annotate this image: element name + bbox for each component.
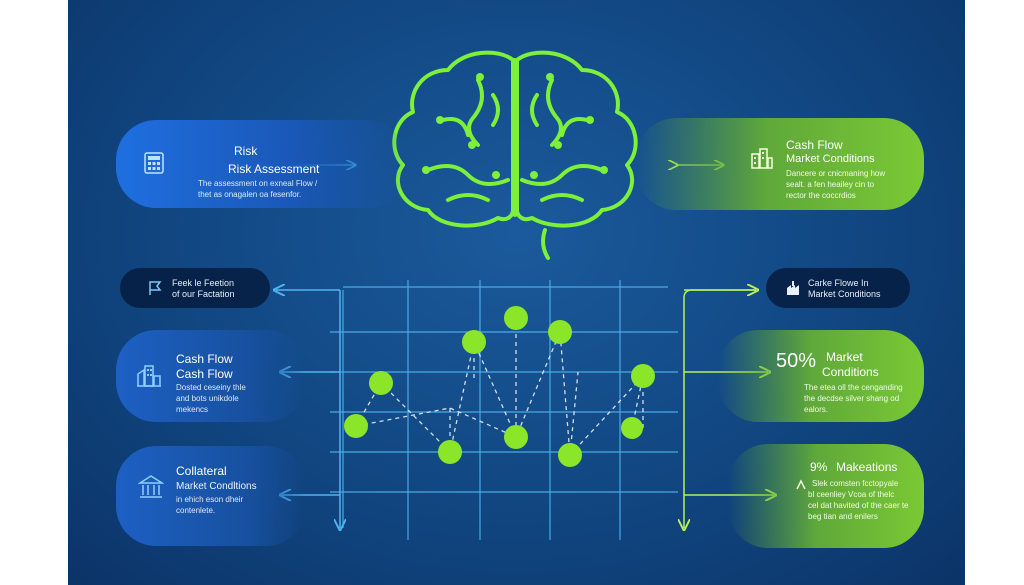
market-50-body-1: The etea oll the cenganding <box>804 383 903 392</box>
market-dark-line-1: Carke Flowe In <box>808 278 869 288</box>
collateral-subtitle: Market Condltions <box>176 481 257 492</box>
node <box>504 425 528 449</box>
node <box>621 417 643 439</box>
node <box>438 440 462 464</box>
panel-collateral: Collateral Market Condltions in ehich es… <box>116 446 306 546</box>
risk-title: Risk <box>234 144 258 158</box>
makeations-title: Makeations <box>836 460 898 474</box>
factor-line-1: Feek le Feetion <box>172 278 235 288</box>
node <box>344 414 368 438</box>
bank-icon <box>138 475 164 498</box>
market-50-body-2: the decdse silver shang od <box>804 394 900 403</box>
city-icon <box>137 365 161 387</box>
cashflow-top-body-2: sealt. a fen heailey cin to <box>786 180 875 189</box>
risk-subtitle: Risk Assessment <box>228 162 320 176</box>
cashflow-top-title: Cash Flow <box>786 138 843 152</box>
calculator-icon <box>144 152 164 174</box>
grid <box>330 280 678 540</box>
cashflow-top-body-3: rector the coccrdios <box>786 191 856 200</box>
cashflow-top-body-1: Dancere or cnicmaning how <box>786 169 886 178</box>
diagram-canvas: Risk Risk Assessment The assessment on e… <box>68 0 965 585</box>
risk-body-1: The assessment on exneal Flow / <box>198 179 318 188</box>
makeations-body-2: bl ceenliey Vcoa of thelc <box>808 490 895 499</box>
arrows-icon <box>796 479 806 490</box>
node <box>369 371 393 395</box>
makeations-percent: 9% <box>810 460 828 474</box>
panel-factor: Feek le Feetion of our Factation <box>120 268 270 308</box>
market-50-title-1: Market <box>826 350 863 364</box>
buildings-icon <box>751 148 773 169</box>
panel-cashflow-mid: Cash Flow Cash Flow Dosted ceseiny thle … <box>116 330 306 422</box>
cashflow-mid-body-1: Dosted ceseiny thle <box>176 383 246 392</box>
collateral-body-1: in ehich eson dheir <box>176 495 244 504</box>
makeations-body-4: beg tian and enilers <box>808 512 878 521</box>
makeations-body-3: cel dat havited of the caer te <box>808 501 909 510</box>
cashflow-mid-title: Cash Flow <box>176 352 233 366</box>
node <box>462 330 486 354</box>
brain-icon <box>392 50 638 260</box>
cashflow-top-subtitle: Market Conditions <box>786 153 875 165</box>
node <box>631 364 655 388</box>
panel-risk-assessment: Risk Risk Assessment The assessment on e… <box>116 120 406 208</box>
risk-body-2: thet as onagalen oa fesenfor. <box>198 190 302 199</box>
cashflow-mid-body-3: mekencs <box>176 405 209 414</box>
makeations-body-1: Slek comsten fcctopyale <box>812 479 899 488</box>
diagram-lines <box>68 50 965 540</box>
cashflow-mid-subtitle: Cash Flow <box>176 367 233 381</box>
panel-cashflow-market: Cash Flow Market Conditions Dancere or c… <box>636 118 924 210</box>
node <box>504 306 528 330</box>
panel-market-50: 50% Market Conditions The etea oll the c… <box>718 330 924 422</box>
network-nodes <box>344 306 655 467</box>
factory-icon <box>787 281 799 295</box>
market-50-title-2: Conditions <box>822 365 879 379</box>
node <box>558 443 582 467</box>
flag-icon <box>149 281 162 295</box>
collateral-body-2: contenlete. <box>176 506 216 515</box>
collateral-title: Collateral <box>176 464 227 478</box>
market-50-body-3: ealors. <box>804 405 829 414</box>
market-dark-line-2: Market Conditions <box>808 289 881 299</box>
node <box>548 320 572 344</box>
panel-makeations: 9% Makeations Slek comsten fcctopyale bl… <box>728 444 924 548</box>
cashflow-mid-body-2: and bots unikdole <box>176 394 239 403</box>
market-50-percent: 50% <box>776 350 817 372</box>
factor-line-2: of our Factation <box>172 289 235 299</box>
panel-market-dark: Carke Flowe In Market Conditions <box>766 268 910 308</box>
